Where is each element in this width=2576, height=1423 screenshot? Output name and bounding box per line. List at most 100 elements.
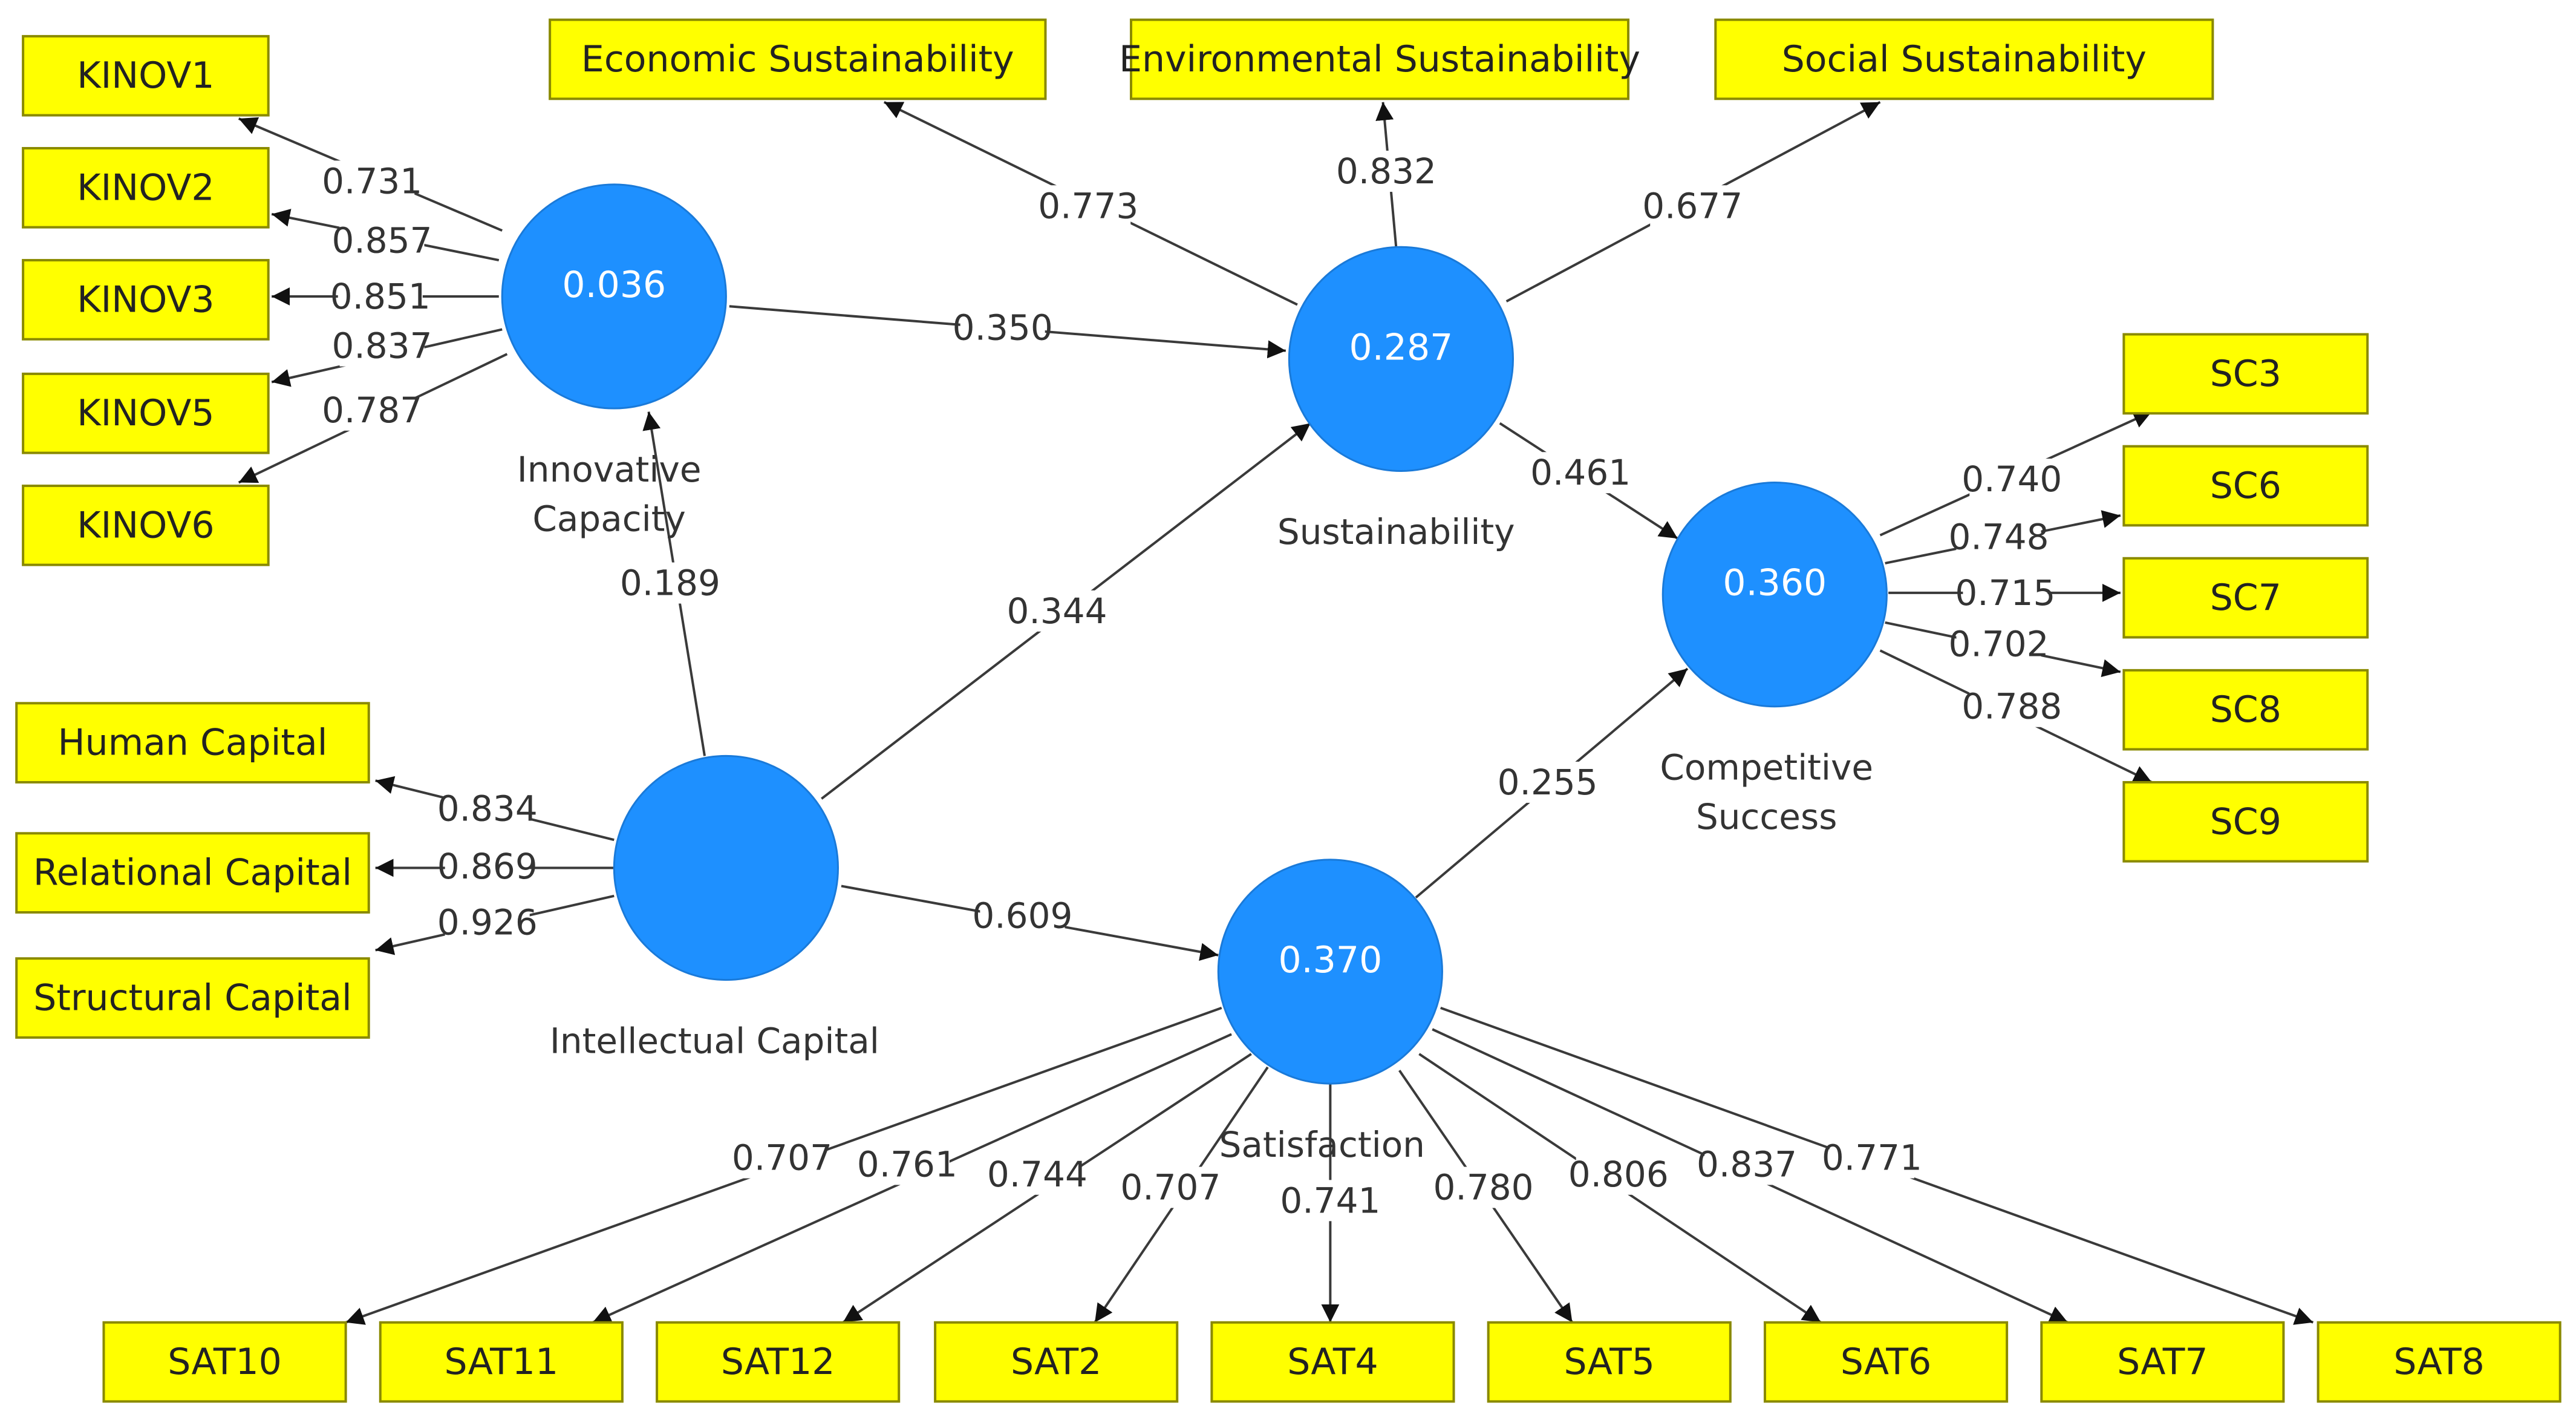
loading-sc6-label-background <box>1956 516 2041 558</box>
indicator-label-sc9: SC9 <box>2210 800 2281 843</box>
loading-sat4-label-group: 0.741 <box>1280 1180 1380 1222</box>
indicator-sat4[interactable]: SAT4 <box>1210 1321 1455 1403</box>
indicator-sc7[interactable]: SC7 <box>2122 557 2369 639</box>
intellectual-capital-name: Intellectual Capital <box>550 1020 879 1061</box>
loading-sat5-label-background <box>1441 1166 1526 1208</box>
indicator-sc9[interactable]: SC9 <box>2122 780 2369 863</box>
indicator-box-sat6[interactable] <box>1763 1321 2009 1403</box>
indicator-sat12[interactable]: SAT12 <box>656 1321 901 1403</box>
indicator-box-economic[interactable] <box>549 18 1047 100</box>
indicator-sat2[interactable]: SAT2 <box>934 1321 1179 1403</box>
indicator-box-kinov6[interactable] <box>22 484 270 566</box>
indicator-economic[interactable]: Economic Sustainability <box>549 18 1047 100</box>
indicator-label-kinov1: KINOV1 <box>77 54 214 97</box>
indicator-box-sc8[interactable] <box>2122 669 2369 751</box>
indicator-kinov1[interactable]: KINOV1 <box>22 34 270 117</box>
indicator-box-relational[interactable] <box>15 832 370 914</box>
loading-kinov6-label: 0.787 <box>322 390 422 431</box>
innovative-capacity-name-line1: Innovative <box>517 449 702 490</box>
loading-sat11-label: 0.761 <box>857 1143 957 1185</box>
loading-kinov6-label-background <box>330 389 415 431</box>
indicator-label-sat2: SAT2 <box>1011 1341 1101 1383</box>
loading-sat10-label: 0.707 <box>732 1137 832 1179</box>
indicator-sc8[interactable]: SC8 <box>2122 669 2369 751</box>
indicator-box-sat7[interactable] <box>2040 1321 2285 1403</box>
indicator-kinov6[interactable]: KINOV6 <box>22 484 270 566</box>
indicator-sat7[interactable]: SAT7 <box>2040 1321 2285 1403</box>
indicator-box-sc3[interactable] <box>2122 333 2369 415</box>
indicator-label-sc6: SC6 <box>2210 465 2281 507</box>
indicator-label-sat5: SAT5 <box>1564 1341 1655 1383</box>
indicator-label-economic: Economic Sustainability <box>581 38 1014 80</box>
loading-sat10-label-group: 0.707 <box>732 1137 832 1179</box>
indicator-box-sat2[interactable] <box>934 1321 1179 1403</box>
construct-circle-innovative-capacity[interactable] <box>501 183 727 410</box>
loading-kinov2-label: 0.857 <box>331 220 432 261</box>
indicator-label-sc3: SC3 <box>2210 353 2281 395</box>
construct-competitive-success[interactable]: 0.360 <box>1661 482 1888 708</box>
indicator-kinov2[interactable]: KINOV2 <box>22 146 270 229</box>
loading-relational-label-group: 0.869 <box>437 845 538 887</box>
indicator-box-sc6[interactable] <box>2122 445 2369 527</box>
indicator-sc6[interactable]: SC6 <box>2122 445 2369 527</box>
indicator-kinov3[interactable]: KINOV3 <box>22 259 270 341</box>
construct-circle-satisfaction[interactable] <box>1217 859 1443 1085</box>
indicator-structural[interactable]: Structural Capital <box>15 957 370 1039</box>
loading-kinov1-label-background <box>330 160 415 202</box>
indicator-box-kinov3[interactable] <box>22 259 270 341</box>
indicator-box-kinov2[interactable] <box>22 146 270 229</box>
path-ic-to-innovative-capacity-label-group: 0.189 <box>620 562 720 604</box>
indicator-box-sc7[interactable] <box>2122 557 2369 639</box>
loading-human-label-background <box>445 788 530 829</box>
indicator-box-sat11[interactable] <box>379 1321 624 1403</box>
loading-sat8-label: 0.771 <box>1822 1137 1922 1179</box>
loading-structural-label: 0.926 <box>437 901 538 943</box>
indicator-social[interactable]: Social Sustainability <box>1714 18 2214 100</box>
indicator-kinov5[interactable]: KINOV5 <box>22 372 270 454</box>
construct-circle-competitive-success[interactable] <box>1661 482 1888 708</box>
indicator-sat10[interactable]: SAT10 <box>102 1321 347 1403</box>
indicator-label-kinov5: KINOV5 <box>77 392 214 434</box>
indicator-box-sat5[interactable] <box>1487 1321 1732 1403</box>
indicator-sat6[interactable]: SAT6 <box>1763 1321 2009 1403</box>
indicator-sc3[interactable]: SC3 <box>2122 333 2369 415</box>
indicator-box-social[interactable] <box>1714 18 2214 100</box>
path-ic-to-satisfaction-label-background <box>980 895 1065 937</box>
construct-circle-intellectual-capital[interactable] <box>613 754 839 981</box>
loading-sc8-label-background <box>1956 623 2041 665</box>
indicator-box-sc9[interactable] <box>2122 780 2369 863</box>
construct-innovative-capacity[interactable]: 0.036 <box>501 183 727 410</box>
loading-kinov3-label-group: 0.851 <box>330 275 431 317</box>
indicator-sat11[interactable]: SAT11 <box>379 1321 624 1403</box>
construct-intellectual-capital[interactable] <box>613 754 839 981</box>
indicator-box-human[interactable] <box>15 702 370 783</box>
indicator-box-kinov1[interactable] <box>22 34 270 117</box>
loading-sat12-label-group: 0.744 <box>987 1153 1087 1195</box>
construct-sustainability[interactable]: 0.287 <box>1288 246 1515 472</box>
indicator-box-sat8[interactable] <box>2317 1321 2561 1403</box>
indicator-box-sat4[interactable] <box>1210 1321 1455 1403</box>
construct-satisfaction[interactable]: 0.370 <box>1217 859 1443 1085</box>
indicator-box-structural[interactable] <box>15 957 370 1039</box>
indicator-box-kinov5[interactable] <box>22 372 270 454</box>
indicator-label-kinov6: KINOV6 <box>77 504 214 546</box>
indicator-box-sat10[interactable] <box>102 1321 347 1403</box>
indicator-box-sat12[interactable] <box>656 1321 901 1403</box>
indicator-label-sc7: SC7 <box>2210 577 2281 619</box>
indicator-sat8[interactable]: SAT8 <box>2317 1321 2561 1403</box>
loading-kinov6-label-group: 0.787 <box>322 389 422 431</box>
indicator-sat5[interactable]: SAT5 <box>1487 1321 1732 1403</box>
loading-sat6-label-group: 0.806 <box>1568 1153 1669 1195</box>
indicator-label-sat6: SAT6 <box>1841 1341 1931 1383</box>
edge-labels-layer: 0.7310.8570.8510.8370.7870.7730.8320.677… <box>322 151 2062 1222</box>
indicator-relational[interactable]: Relational Capital <box>15 832 370 914</box>
path-sustainability-to-competitive-success-label-group: 0.461 <box>1530 452 1631 494</box>
loading-sat7-label-group: 0.837 <box>1697 1143 1797 1185</box>
indicator-environmental[interactable]: Environmental Sustainability <box>1119 18 1640 100</box>
indicator-box-environmental[interactable] <box>1130 18 1630 100</box>
indicator-human[interactable]: Human Capital <box>15 702 370 783</box>
loading-kinov2-label-group: 0.857 <box>331 220 432 261</box>
construct-circle-sustainability[interactable] <box>1288 246 1515 472</box>
